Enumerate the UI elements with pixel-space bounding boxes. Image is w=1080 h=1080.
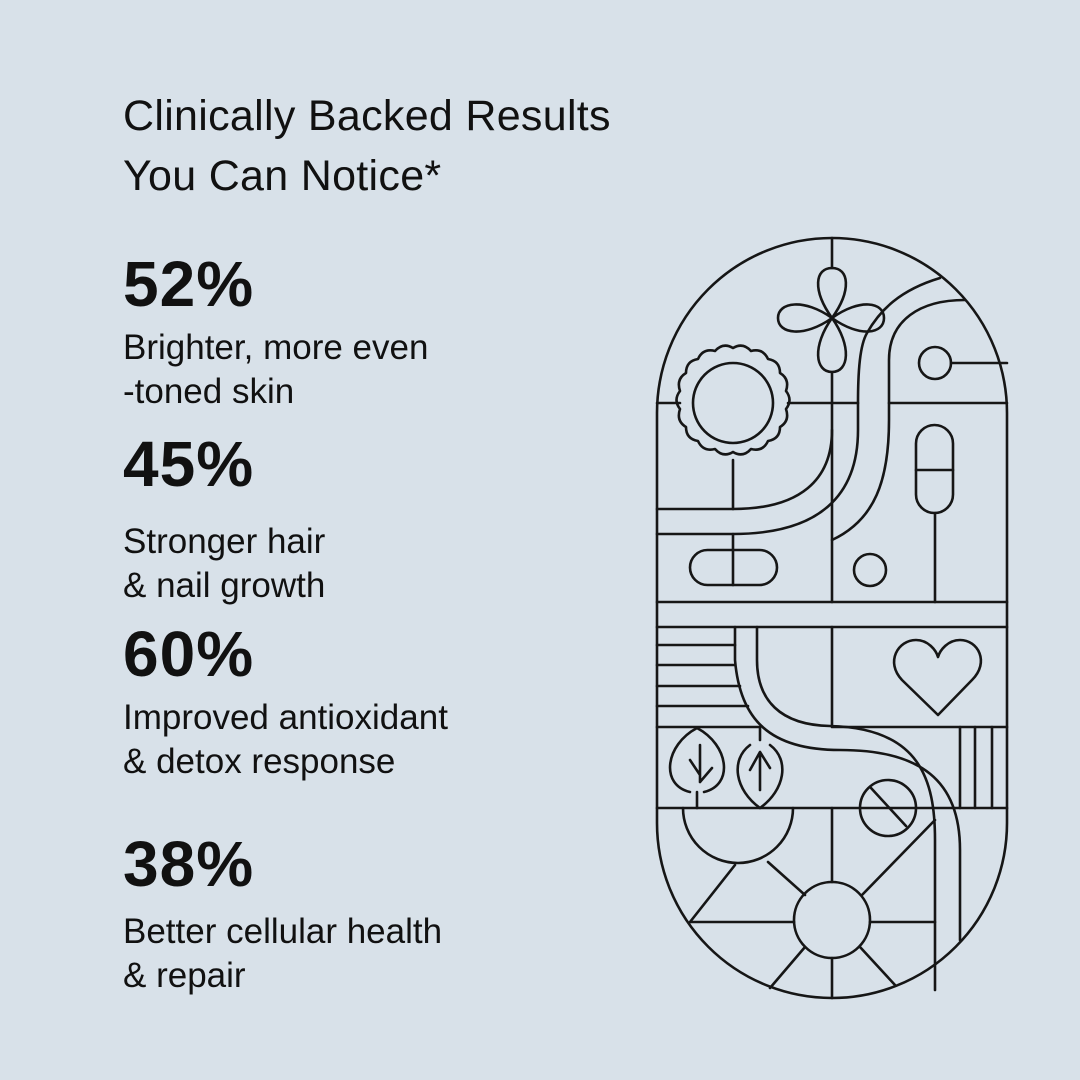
stat-description: Brighter, more even -toned skin	[123, 326, 428, 414]
pill-icon	[688, 532, 779, 587]
no-symbol-icon	[858, 778, 918, 838]
capsule-icon	[914, 423, 955, 515]
stat-hair-nails: 45% Stronger hair& nail growth	[123, 432, 325, 608]
stat-skin: 52% Brighter, more even-toned skin	[123, 252, 428, 414]
dot-icon	[917, 345, 953, 381]
winding-path-top	[655, 428, 834, 511]
stripes	[655, 643, 762, 729]
stat-description: Better cellular health & repair	[123, 910, 442, 998]
stat-desc-line: & nail growth	[123, 566, 326, 605]
pill-outline	[655, 236, 1009, 1000]
stat-desc-line: Brighter, more even	[123, 328, 429, 367]
headline-line2: You Can Notice*	[123, 152, 442, 200]
headline: Clinically Backed Results You Can Notice…	[123, 86, 611, 206]
stat-cellular: 38% Better cellular health& repair	[123, 832, 442, 998]
bowl-icon	[681, 806, 795, 865]
heart-icon	[892, 638, 983, 717]
stat-value: 52%	[123, 248, 255, 320]
leaf-icon	[668, 726, 726, 810]
stripes	[958, 725, 994, 810]
sun-flower-icon	[675, 344, 791, 456]
sun-icon	[688, 806, 937, 1000]
stat-desc-line: -toned skin	[123, 372, 295, 411]
headline-line1: Clinically Backed Results	[123, 92, 611, 140]
dot-icon	[852, 552, 888, 588]
stat-value: 60%	[123, 618, 255, 690]
stat-desc-line: & detox response	[123, 742, 396, 781]
stat-value: 38%	[123, 828, 255, 900]
stat-desc-line: Stronger hair	[123, 522, 326, 561]
clover-flower-icon	[776, 266, 886, 374]
stat-desc-line: & repair	[123, 956, 246, 995]
stat-antioxidant: 60% Improved antioxidant& detox response	[123, 622, 448, 784]
stat-description: Stronger hair & nail growth	[123, 520, 325, 608]
stat-desc-line: Improved antioxidant	[123, 698, 448, 737]
stat-value: 45%	[123, 428, 255, 500]
leaf-icon	[736, 726, 784, 810]
stat-desc-line: Better cellular health	[123, 912, 443, 951]
stat-description: Improved antioxidant & detox response	[123, 696, 448, 784]
